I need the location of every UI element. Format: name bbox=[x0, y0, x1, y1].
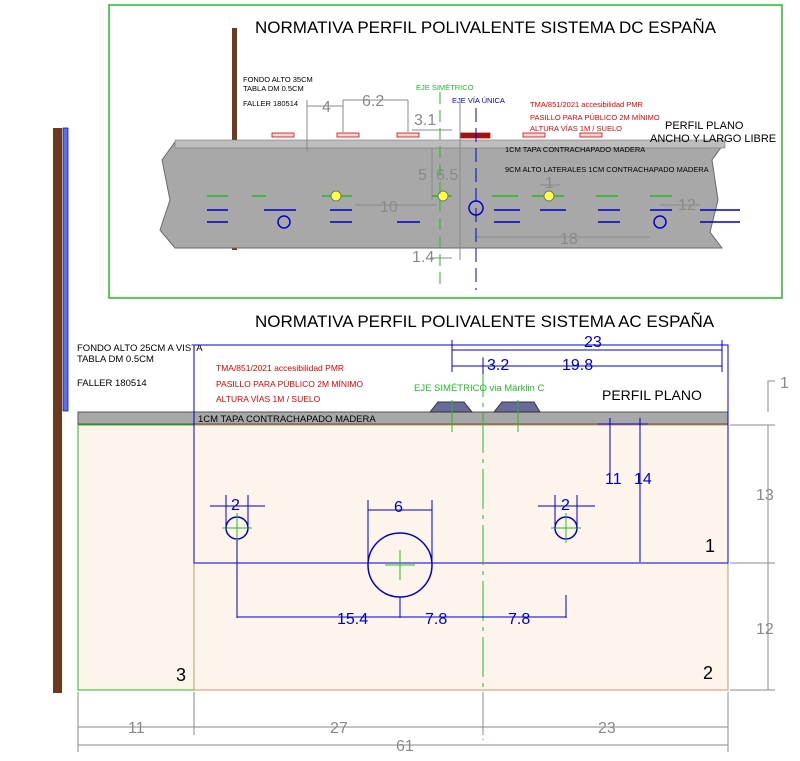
ac-tapa-label: 1CM TAPA CONTRACHAPADO MADERA bbox=[198, 414, 376, 425]
dc-dim-4: 4 bbox=[322, 99, 331, 116]
dc-dim-3-1: 3.1 bbox=[414, 112, 436, 129]
dc-fondo-line-1: FONDO ALTO 35CM bbox=[243, 75, 313, 84]
ac-dim-top-lines bbox=[451, 340, 723, 562]
dc-hole-blue-1 bbox=[277, 215, 291, 229]
dc-track-profiles bbox=[271, 132, 603, 139]
ac-zone-3: 3 bbox=[176, 665, 186, 685]
ac-bot-dim-11: 11 bbox=[128, 720, 145, 737]
ac-dim-11: 11 bbox=[605, 471, 622, 488]
ac-dim-bottom-lines bbox=[77, 692, 729, 752]
dc-dim-1: 1 bbox=[545, 175, 554, 192]
ac-dim-1: 1 bbox=[780, 375, 789, 392]
dc-hole-yellow-3 bbox=[543, 190, 555, 202]
ac-tma-line-1: TMA/851/2021 accesibilidad PMR bbox=[216, 363, 344, 373]
ac-zone-1: 1 bbox=[705, 536, 715, 556]
ac-dim-6: 6 bbox=[394, 499, 403, 516]
ac-title: NORMATIVA PERFIL POLIVALENTE SISTEMA AC … bbox=[255, 312, 715, 331]
ac-track-left bbox=[428, 401, 474, 413]
ac-fondo-line-2: TABLA DM 0.5CM bbox=[77, 354, 154, 365]
ac-dim-12: 12 bbox=[756, 621, 774, 638]
dc-dim-1-4: 1.4 bbox=[412, 249, 434, 266]
ac-bot-dim-27: 27 bbox=[330, 720, 348, 737]
ac-dim-2-right: 2 bbox=[561, 497, 570, 514]
ac-hole-dim-lines bbox=[210, 495, 595, 618]
dc-back-post bbox=[232, 28, 237, 250]
ac-dim-3-2: 3.2 bbox=[487, 357, 509, 374]
dc-perfil-plano-1: PERFIL PLANO bbox=[665, 120, 744, 132]
dc-tapa-label: 1CM TAPA CONTRACHAPADO MADERA bbox=[505, 145, 645, 154]
ac-dim-right-lines bbox=[730, 380, 775, 691]
ac-hole-crosshairs bbox=[222, 513, 581, 580]
ac-top-board bbox=[77, 411, 729, 425]
ac-dim-7-8-a: 7.8 bbox=[425, 611, 447, 628]
ac-eje-label: EJE SIMÉTRICO via Märklin C bbox=[414, 383, 545, 394]
ac-faller-label: FALLER 180514 bbox=[77, 378, 147, 389]
ac-fondo-line-1: FONDO ALTO 25CM A VISTA bbox=[77, 343, 203, 354]
dc-frame bbox=[108, 4, 783, 299]
dc-dim-6-2: 6.2 bbox=[362, 93, 384, 110]
ac-dim-19-8: 19.8 bbox=[562, 357, 593, 374]
dc-top-strip bbox=[174, 139, 726, 149]
dc-faller-label: FALLER 180514 bbox=[243, 99, 298, 108]
dc-tma-line-3: ALTURA VÍAS 1M / SUELO bbox=[530, 124, 622, 133]
dc-dim-5: 5 bbox=[418, 167, 427, 184]
dc-tma-line-1: TMA/851/2021 accesibilidad PMR bbox=[530, 100, 644, 109]
ac-dim-14: 14 bbox=[634, 471, 652, 488]
ac-bot-dim-23: 23 bbox=[598, 720, 616, 737]
ac-zone-2: 2 bbox=[703, 663, 713, 683]
ac-tma-line-3: ALTURA VÍAS 1M / SUELO bbox=[216, 394, 321, 404]
dc-title: NORMATIVA PERFIL POLIVALENTE SISTEMA DC … bbox=[255, 18, 717, 37]
dc-dim-18: 18 bbox=[560, 231, 578, 248]
ac-bot-dim-61: 61 bbox=[396, 738, 414, 755]
dc-hole-yellow-1 bbox=[330, 190, 342, 202]
dc-hole-blue-3 bbox=[653, 215, 667, 229]
dc-dim-6-5: 6.5 bbox=[436, 167, 458, 184]
dc-eje-simetrico: EJE SIMÉTRICO bbox=[416, 83, 474, 92]
dc-laterales-label: 9CM ALTO LATERALES 1CM CONTRACHAPADO MAD… bbox=[505, 165, 709, 174]
ac-track-right bbox=[492, 401, 541, 413]
ac-tma-line-2: PASILLO PARA PÚBLICO 2M MÍNIMO bbox=[216, 379, 363, 389]
dc-tma-line-2: PASILLO PARA PÚBLICO 2M MÍNIMO bbox=[530, 113, 660, 122]
ac-zone-3-box bbox=[77, 424, 195, 691]
ac-dim-13: 13 bbox=[756, 487, 774, 504]
ac-dim-2-left: 2 bbox=[231, 497, 240, 514]
ac-perfil-plano: PERFIL PLANO bbox=[602, 387, 702, 403]
dc-fondo-line-2: TABLA DM 0.5CM bbox=[243, 84, 304, 93]
dc-eje-via-unica: EJE VÍA ÚNICA bbox=[452, 96, 505, 105]
ac-blue-outline bbox=[193, 344, 729, 564]
ac-dim-7-8-b: 7.8 bbox=[508, 611, 530, 628]
ac-dim-15-4: 15.4 bbox=[337, 611, 368, 628]
ac-back-post bbox=[53, 128, 62, 693]
ac-dim-23: 23 bbox=[584, 334, 602, 351]
ac-main-box bbox=[193, 424, 729, 691]
ac-back-board bbox=[62, 127, 69, 412]
dc-dim-10: 10 bbox=[380, 199, 398, 216]
dc-dim-lines bbox=[306, 99, 700, 260]
dc-perfil-plano-2: ANCHO Y LARGO LIBRE bbox=[650, 133, 776, 145]
dc-dim-12: 12 bbox=[678, 197, 696, 214]
